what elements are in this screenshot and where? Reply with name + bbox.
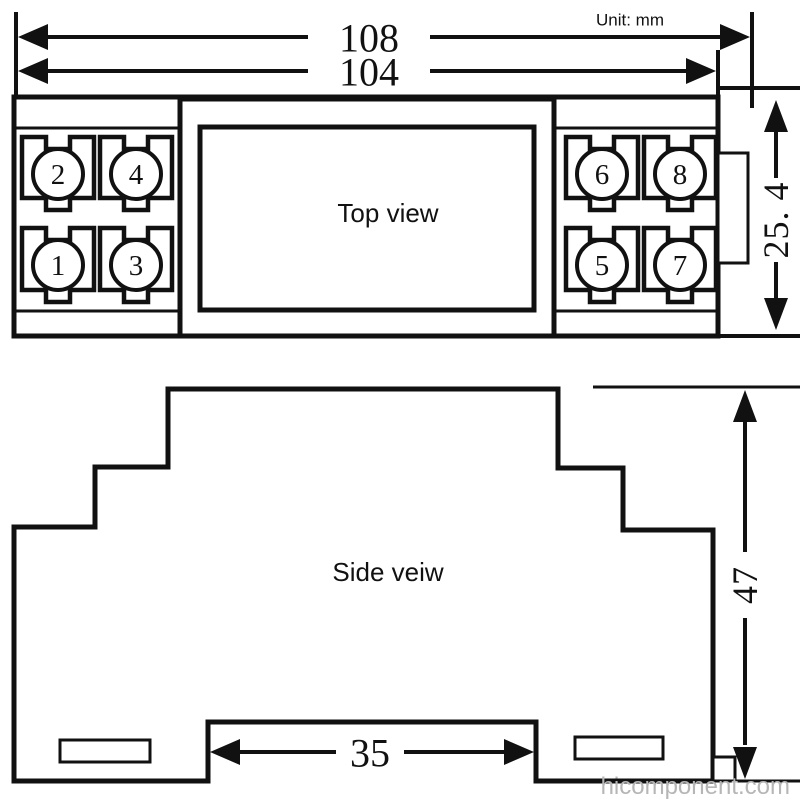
terminal-block-8[interactable]: 8 xyxy=(641,134,719,213)
terminal-1-label: 1 xyxy=(51,250,66,282)
terminal-7-screw xyxy=(653,238,707,292)
side-view-right-mounting-slot xyxy=(573,735,665,761)
side-view-profile-outline xyxy=(11,386,716,784)
dim-25-4-value: 25. 4 xyxy=(756,182,796,259)
dimension-108: 108 xyxy=(14,12,754,108)
terminal-4-label: 4 xyxy=(129,159,144,191)
terminal-6-label: 6 xyxy=(595,159,610,191)
side-view-right-foot xyxy=(711,755,737,783)
terminal-4-screw xyxy=(109,147,163,201)
terminal-block-2[interactable]: 2 xyxy=(19,134,97,213)
dimension-35: 35 xyxy=(210,731,534,776)
side-view-left-mounting-slot xyxy=(58,738,152,764)
terminal-block-3[interactable]: 3 xyxy=(97,225,175,305)
terminal-8-screw xyxy=(653,147,707,201)
dim-25-4-arrow-bottom xyxy=(764,298,788,330)
dim-47-arrow-bottom xyxy=(733,747,757,779)
terminal-block-1[interactable]: 1 xyxy=(19,225,97,305)
side-view-label: Side veiw xyxy=(332,557,443,587)
dim-108-value: 108 xyxy=(339,16,399,61)
dim-104-arrow-right xyxy=(686,58,716,84)
right-side-mounting-tab xyxy=(716,151,750,265)
terminal-3-label: 3 xyxy=(129,250,144,282)
terminal-block-6[interactable]: 6 xyxy=(563,134,641,213)
top-view-center-housing xyxy=(177,96,557,339)
terminal-2-label: 2 xyxy=(51,159,66,191)
dim-35-arrow-right xyxy=(504,739,534,765)
dimension-25-4: 25. 4 xyxy=(718,86,800,338)
dim-47-arrow-top xyxy=(733,390,757,422)
terminal-3-screw xyxy=(109,238,163,292)
dim-108-arrow-right xyxy=(720,24,750,50)
dim-35-arrow-left xyxy=(210,739,240,765)
dim-104-arrow-left xyxy=(18,58,48,84)
site-watermark: hicomponent.com xyxy=(601,773,790,800)
terminal-2-screw xyxy=(31,147,85,201)
terminal-5-label: 5 xyxy=(595,250,610,282)
terminal-6-screw xyxy=(575,147,629,201)
terminal-block-4[interactable]: 4 xyxy=(97,134,175,213)
terminal-block-5[interactable]: 5 xyxy=(563,225,641,305)
dim-104-value: 104 xyxy=(339,50,399,95)
terminal-7-label: 7 xyxy=(673,250,688,282)
dimension-47: 47 xyxy=(725,390,765,779)
terminal-5-screw xyxy=(575,238,629,292)
side-view-group: Side veiw xyxy=(11,385,800,784)
top-view-center-window xyxy=(197,124,537,313)
dim-47-value: 47 xyxy=(725,566,765,604)
dimension-104: 104 xyxy=(18,50,720,97)
terminal-1-screw xyxy=(31,238,85,292)
dim-25-4-arrow-top xyxy=(764,100,788,132)
unit-note-label: Unit: mm xyxy=(596,11,664,30)
dim-35-value: 35 xyxy=(350,731,390,776)
dim-108-arrow-left xyxy=(18,24,48,50)
top-view-label: Top view xyxy=(337,198,438,228)
top-view-group: 2 4 1 3 xyxy=(11,94,750,339)
terminal-8-label: 8 xyxy=(673,159,688,191)
terminal-block-7[interactable]: 7 xyxy=(641,225,719,305)
